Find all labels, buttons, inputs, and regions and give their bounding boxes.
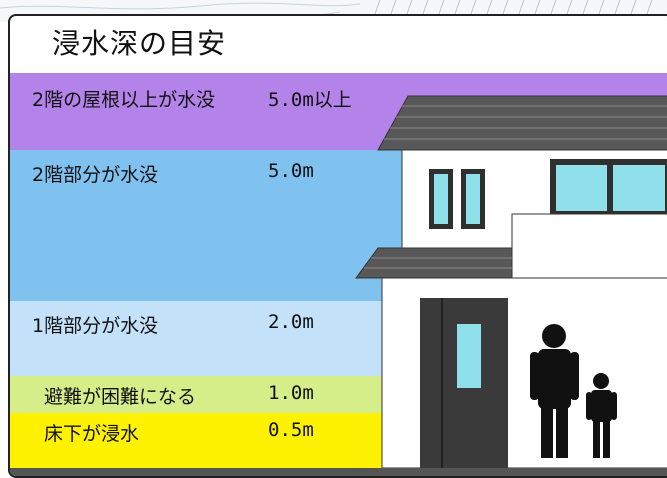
- window-glass: [613, 165, 665, 211]
- window-glass: [466, 174, 480, 224]
- adult-figure: [530, 324, 579, 458]
- level-depth: 5.0m以上: [268, 89, 352, 111]
- level-depth: 5.0m: [268, 160, 314, 182]
- ground-line: [10, 468, 667, 476]
- window-glass: [556, 165, 607, 211]
- level-label: 2階の屋根以上が水没: [32, 89, 216, 111]
- level-depth: 2.0m: [268, 311, 314, 333]
- flood-depth-panel: 浸水深の目安 2階の屋根以上が水没 5.0m以上 2階部分が水没 5.0m 1階…: [8, 14, 667, 478]
- lower-roof: [355, 247, 513, 279]
- level-label: 避難が困難になる: [44, 386, 197, 408]
- level-label: 床下が浸水: [44, 423, 140, 445]
- child-figure: [586, 373, 617, 458]
- balcony: [511, 213, 667, 287]
- level-depth: 0.5m: [268, 419, 314, 441]
- level-depth: 1.0m: [268, 382, 314, 404]
- level-label: 2階部分が水没: [32, 164, 159, 186]
- house-illustration: [355, 95, 667, 468]
- panel-title: 浸水深の目安: [52, 27, 227, 60]
- window-glass: [434, 174, 448, 224]
- level-label: 1階部分が水没: [32, 315, 159, 337]
- door-window: [457, 324, 481, 388]
- upper-roof: [377, 95, 667, 151]
